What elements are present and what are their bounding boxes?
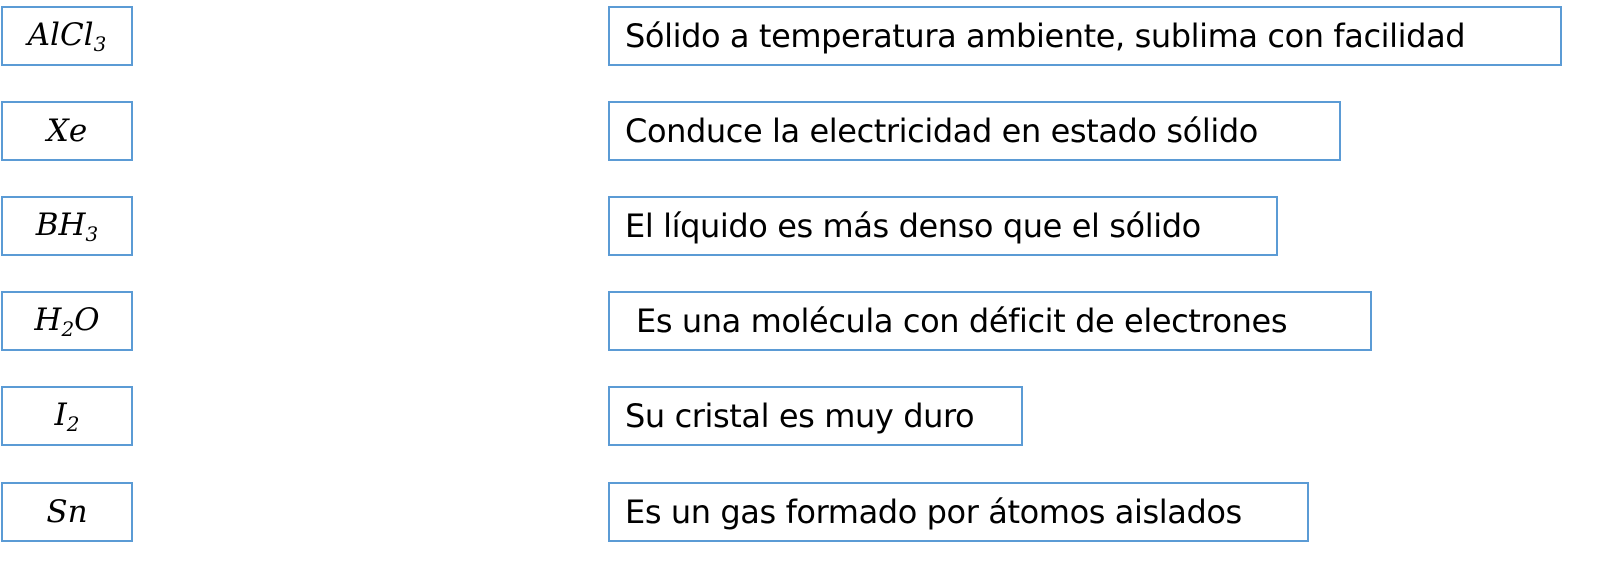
formula-box-2: Xe bbox=[1, 101, 133, 161]
formula-text: I2 bbox=[54, 396, 80, 436]
formula-text: BH3 bbox=[35, 206, 99, 246]
description-text: Es un gas formado por átomos aislados bbox=[625, 493, 1242, 531]
description-text: Sólido a temperatura ambiente, sublima c… bbox=[625, 17, 1466, 55]
description-text: El líquido es más denso que el sólido bbox=[625, 207, 1201, 245]
formula-box-1: AlCl3 bbox=[1, 6, 133, 66]
description-box-2: Conduce la electricidad en estado sólido bbox=[608, 101, 1341, 161]
description-text: Su cristal es muy duro bbox=[625, 397, 975, 435]
formula-box-5: I2 bbox=[1, 386, 133, 446]
formula-text: H2O bbox=[34, 301, 100, 341]
description-box-6: Es un gas formado por átomos aislados bbox=[608, 482, 1309, 542]
description-box-1: Sólido a temperatura ambiente, sublima c… bbox=[608, 6, 1562, 66]
description-box-3: El líquido es más denso que el sólido bbox=[608, 196, 1278, 256]
description-box-4: Es una molécula con déficit de electrone… bbox=[608, 291, 1372, 351]
description-text: Conduce la electricidad en estado sólido bbox=[625, 112, 1258, 150]
formula-text: Sn bbox=[46, 494, 88, 530]
formula-box-3: BH3 bbox=[1, 196, 133, 256]
formula-box-6: Sn bbox=[1, 482, 133, 542]
formula-box-4: H2O bbox=[1, 291, 133, 351]
formula-text: AlCl3 bbox=[27, 16, 107, 56]
description-text: Es una molécula con déficit de electrone… bbox=[636, 302, 1288, 340]
description-box-5: Su cristal es muy duro bbox=[608, 386, 1023, 446]
formula-text: Xe bbox=[46, 113, 88, 149]
